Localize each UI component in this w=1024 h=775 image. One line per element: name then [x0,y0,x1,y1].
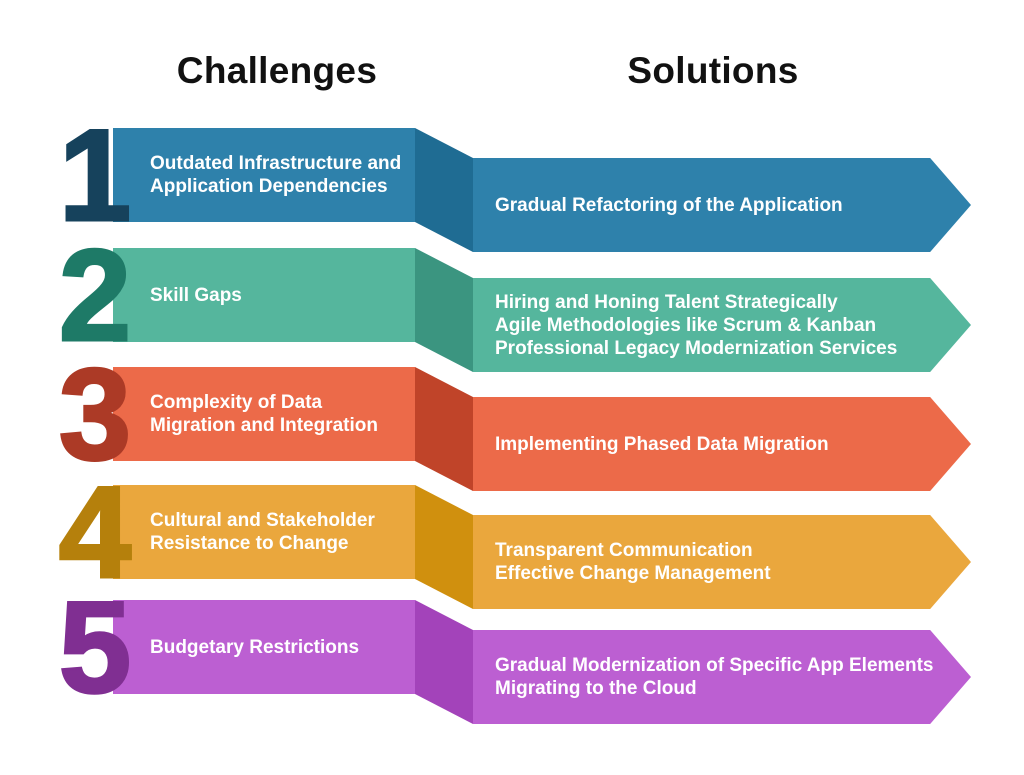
solution-text-line: Professional Legacy Modernization Servic… [495,337,898,359]
row-number: 2 [57,222,132,368]
solution-banner: Gradual Refactoring of the Application [473,158,971,252]
row: 5 Budgetary Restrictions Gradual Moderni… [0,581,1024,724]
solution-text-line: Gradual Modernization of Specific App El… [495,655,934,676]
fold-connector [415,600,473,724]
challenge-text-line: Outdated Infrastructure and [150,153,402,174]
challenge-text-line: Budgetary Restrictions [150,636,360,658]
solution-banner: Implementing Phased Data Migration [473,397,971,491]
row: 2 Skill Gaps Hiring and Honing Talent St… [0,229,1024,372]
fold-connector [415,367,473,491]
row-number: 1 [57,102,132,248]
row-number: 4 [57,459,132,605]
row-number: 5 [57,574,132,720]
row-number: 3 [57,341,132,487]
solution-banner: Gradual Modernization of Specific App El… [473,630,971,724]
challenge-text-line: Resistance to Change [150,533,349,554]
solution-text-line: Agile Methodologies like Scrum & Kanban [495,314,877,336]
solution-text-line: Migrating to the Cloud [495,678,697,699]
fold-connector [415,128,473,252]
fold-connector [415,485,473,609]
challenge-text-line: Application Dependencies [150,176,388,197]
challenges-title: Challenges [176,50,378,91]
fold-connector [415,248,473,372]
challenge-text-line: Migration and Integration [150,415,378,436]
challenge-banner: Skill Gaps [113,248,415,342]
challenge-text-line: Cultural and Stakeholder [150,510,375,531]
solution-text-line: Implementing Phased Data Migration [495,433,829,455]
solution-text-line: Transparent Communication [495,540,753,561]
solution-text-line: Gradual Refactoring of the Application [495,194,843,216]
solution-text-line: Hiring and Honing Talent Strategically [495,291,838,313]
solution-text-line: Effective Change Management [495,563,771,584]
challenge-banner: Budgetary Restrictions [113,600,415,694]
challenge-text-line: Skill Gaps [150,284,242,306]
challenge-text-line: Complexity of Data [150,392,323,413]
solutions-title: Solutions [627,50,799,91]
